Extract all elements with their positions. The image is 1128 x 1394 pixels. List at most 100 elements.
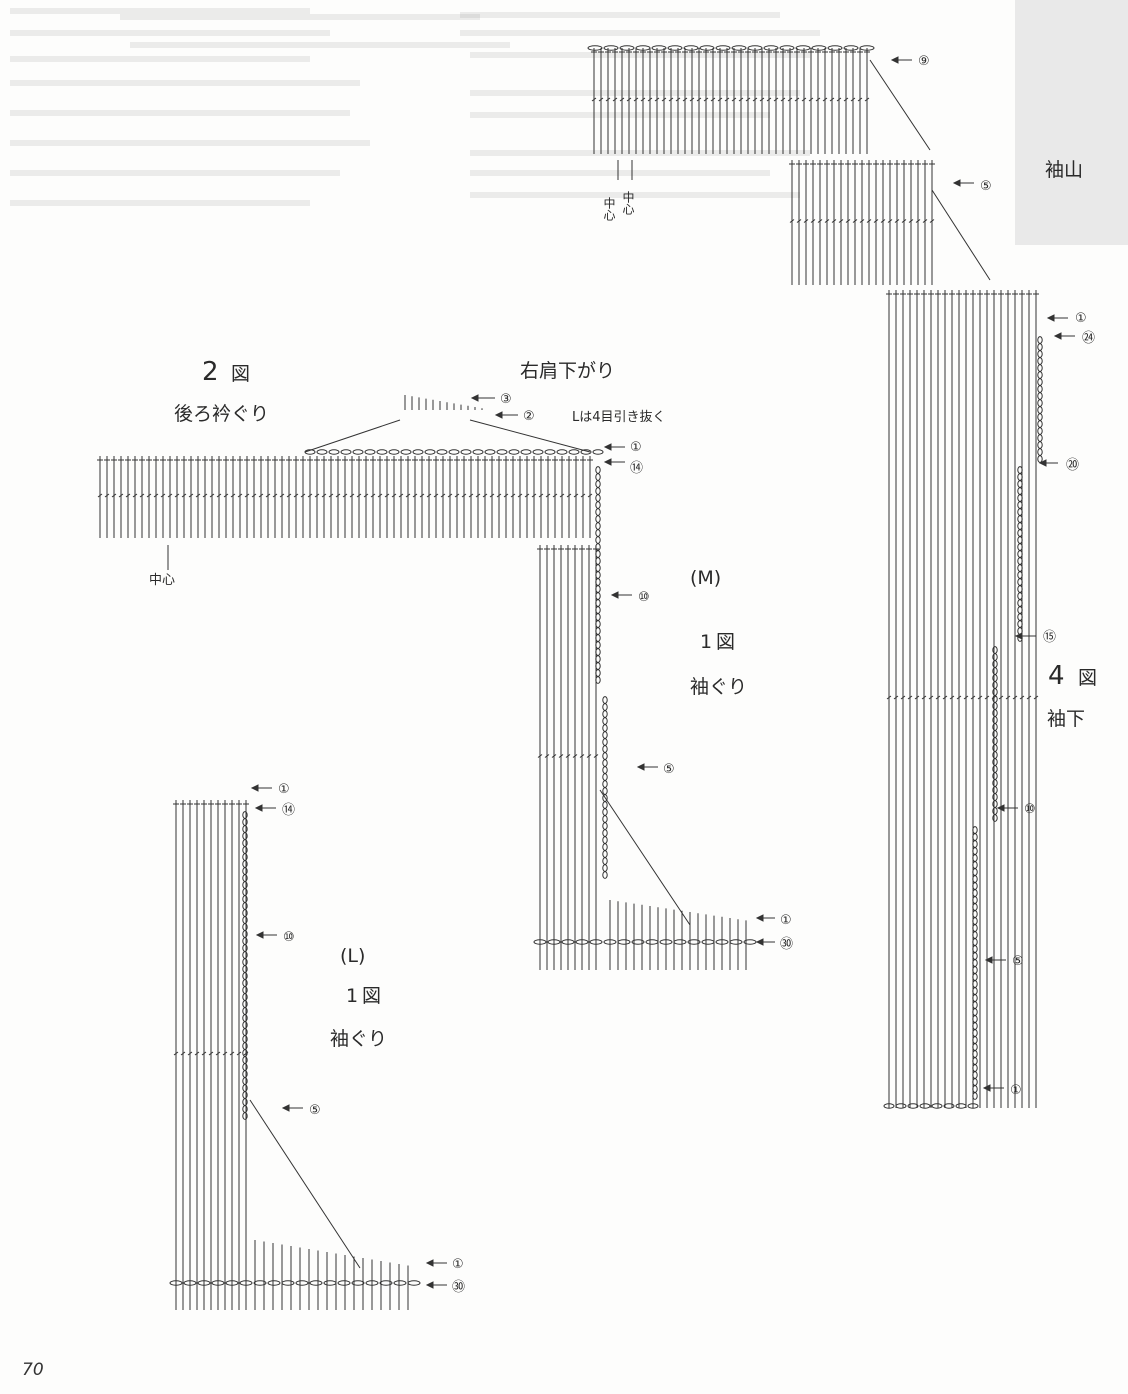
chain-stitch (243, 1106, 247, 1113)
chain-stitch (1038, 365, 1042, 372)
chain-stitch (603, 809, 607, 816)
chain-stitch (700, 46, 714, 50)
chain-stitch (243, 917, 247, 924)
chain-stitch (956, 1104, 966, 1108)
chain-stitch (993, 717, 997, 724)
chain-stitch (603, 781, 607, 788)
chain-stitch (243, 938, 247, 945)
chain-stitch (533, 450, 543, 454)
chain-stitch (408, 1281, 420, 1285)
chain-stitch (596, 537, 600, 544)
fig4-row-marker-5-top: ⑤ (980, 179, 992, 194)
cap-slope (870, 60, 930, 150)
fig1m-row-marker-30: ㉚ (780, 937, 793, 952)
row-arrow-head (1040, 460, 1046, 466)
fig2-number: 2 (202, 357, 219, 387)
chain-stitch (993, 808, 997, 815)
fig1l-row-marker-14: ⑭ (282, 803, 295, 818)
chain-stitch (596, 474, 600, 481)
chain-stitch (603, 732, 607, 739)
chain-stitch (596, 467, 600, 474)
chain-stitch (243, 903, 247, 910)
chain-stitch (596, 530, 600, 537)
chain-stitch (310, 1281, 322, 1285)
chain-stitch (243, 875, 247, 882)
row-arrow-head (638, 764, 644, 770)
chain-stitch (920, 1104, 930, 1108)
fig2-row-marker-14: ⑭ (630, 461, 643, 476)
chain-stitch (243, 1001, 247, 1008)
chain-stitch (243, 980, 247, 987)
chain-stitch (473, 450, 483, 454)
fig2-row-marker-2: ② (523, 409, 535, 424)
chain-stitch (1038, 456, 1042, 463)
fig4-row-marker-24: ㉔ (1082, 331, 1095, 346)
chain-stitch (993, 710, 997, 717)
fig4-row-marker-15: ⑮ (1043, 630, 1056, 645)
chain-stitch (684, 46, 698, 50)
chain-stitch (993, 731, 997, 738)
fig2-note: Lは4目引き抜く (572, 409, 666, 425)
chain-stitch (243, 959, 247, 966)
fig4-center-label-1: 中心 (602, 196, 616, 221)
chain-stitch (596, 481, 600, 488)
fig1l-row-marker-10: ⑩ (283, 930, 295, 945)
row-arrow-head (605, 459, 611, 465)
chain-stitch (993, 815, 997, 822)
chain-stitch (1038, 449, 1042, 456)
chain-stitch (603, 718, 607, 725)
chain-stitch (243, 1071, 247, 1078)
chain-stitch (437, 450, 447, 454)
chain-stitch (993, 647, 997, 654)
chain-stitch (243, 1078, 247, 1085)
chain-stitch (993, 766, 997, 773)
chain-stitch (569, 450, 579, 454)
chain-stitch (603, 858, 607, 865)
chain-stitch (243, 931, 247, 938)
chain-stitch (596, 509, 600, 516)
chain-stitch (812, 46, 826, 50)
chain-stitch (243, 924, 247, 931)
fig1m-number: 1 (700, 631, 712, 653)
row-arrow-head (427, 1260, 433, 1266)
chain-stitch (596, 502, 600, 509)
chain-stitch (993, 759, 997, 766)
chain-stitch (1038, 393, 1042, 400)
chain-stitch (243, 812, 247, 819)
chain-stitch (449, 450, 459, 454)
fig1m-row-marker-10: ⑩ (638, 590, 650, 605)
armhole-curve (600, 790, 690, 925)
chain-stitch (796, 46, 810, 50)
chain-stitch (932, 1104, 942, 1108)
chain-stitch (243, 910, 247, 917)
chain-stitch (1038, 400, 1042, 407)
chain-stitch (243, 1057, 247, 1064)
chain-stitch (780, 46, 794, 50)
row-arrow-head (496, 412, 502, 418)
row-arrow-head (954, 180, 960, 186)
chain-stitch (603, 774, 607, 781)
chain-stitch (401, 450, 411, 454)
row-arrow-head (1055, 333, 1061, 339)
chain-stitch (394, 1281, 406, 1285)
chain-stitch (1038, 414, 1042, 421)
chain-stitch (243, 1022, 247, 1029)
chain-stitch (603, 711, 607, 718)
chain-stitch (521, 450, 531, 454)
chain-stitch (425, 450, 435, 454)
chain-stitch (993, 773, 997, 780)
chain-stitch (497, 450, 507, 454)
chain-stitch (603, 802, 607, 809)
chain-stitch (243, 973, 247, 980)
fig4-fig-char: 図 (1078, 667, 1097, 689)
row-arrow-head (256, 805, 262, 811)
stitch-symbols (97, 48, 1039, 1310)
armhole-curve (250, 1100, 360, 1268)
chain-stitch (557, 450, 567, 454)
chain-stitch (545, 450, 555, 454)
chain-stitch (603, 725, 607, 732)
chain-stitch (993, 801, 997, 808)
chain-stitch (243, 889, 247, 896)
row-arrow-head (252, 785, 258, 791)
